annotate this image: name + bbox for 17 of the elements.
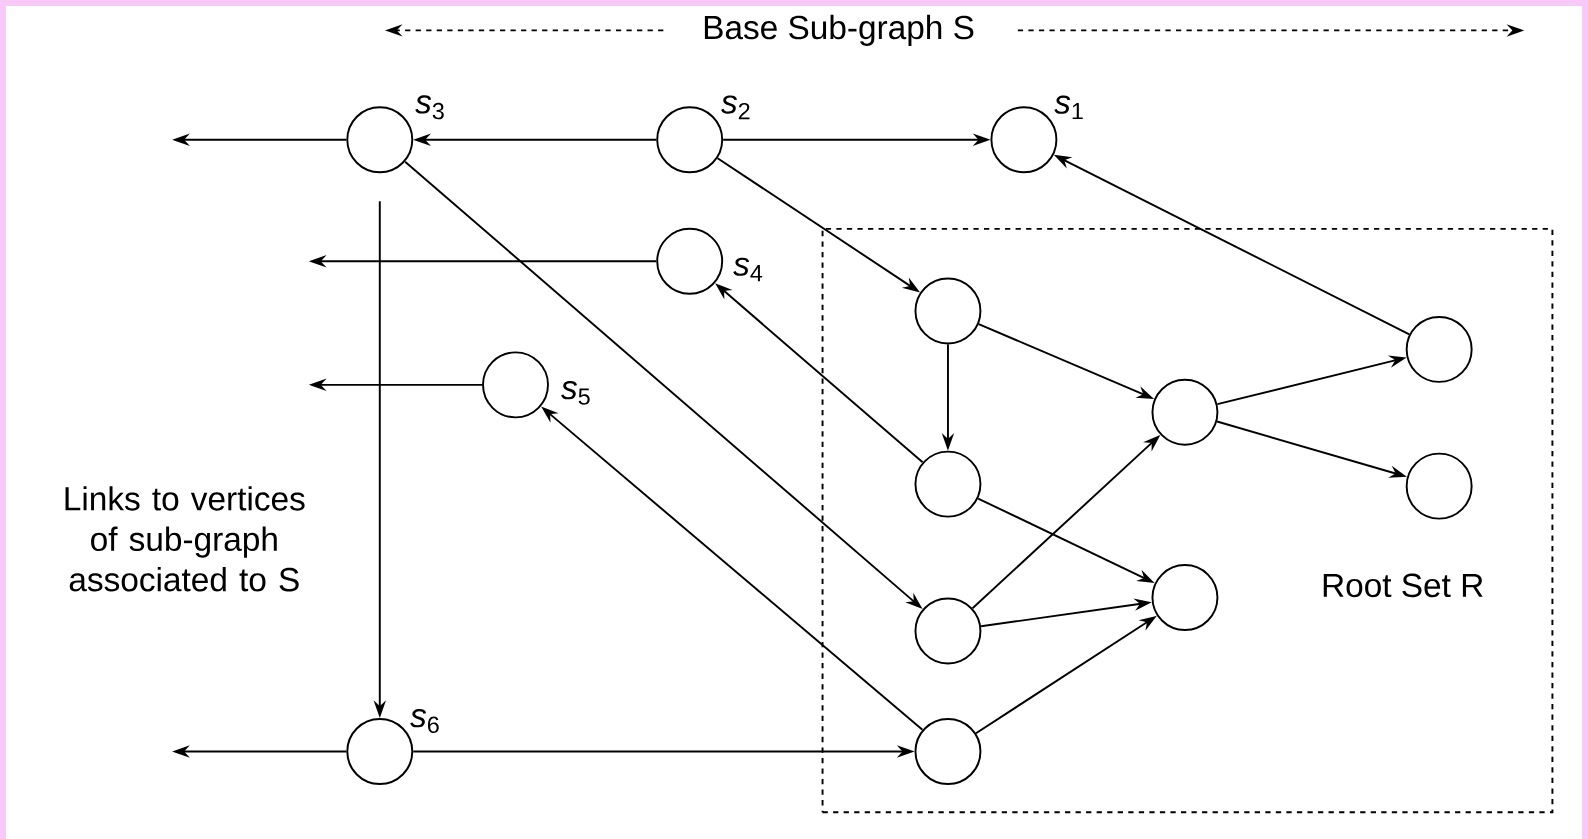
vertex-label: s$_{4}$ [733, 257, 763, 282]
vertex-label: s$_{6}$ [410, 709, 439, 734]
vertex-circle [914, 277, 982, 345]
vertex-circle [914, 450, 982, 518]
vertex-circle [914, 597, 982, 665]
vertex-label: s$_{3}$ [415, 95, 444, 120]
vertex-label: s$_{1}$ [1054, 95, 1083, 120]
vertex-label: s$_{2}$ [721, 95, 750, 120]
note-text: Links to vertices of sub-graph associated to S [65, 486, 305, 592]
vertex-circle [914, 718, 982, 785]
dashed-box: Root Set R [821, 227, 1554, 814]
vertex-circle [1405, 315, 1473, 383]
vertex-label: s$_{5}$ [561, 381, 590, 405]
vertex-circle [1151, 564, 1219, 631]
vertex-circle [1405, 452, 1473, 520]
vertex-circle [1151, 378, 1219, 446]
span-label: Base Sub-graph S [704, 14, 974, 46]
